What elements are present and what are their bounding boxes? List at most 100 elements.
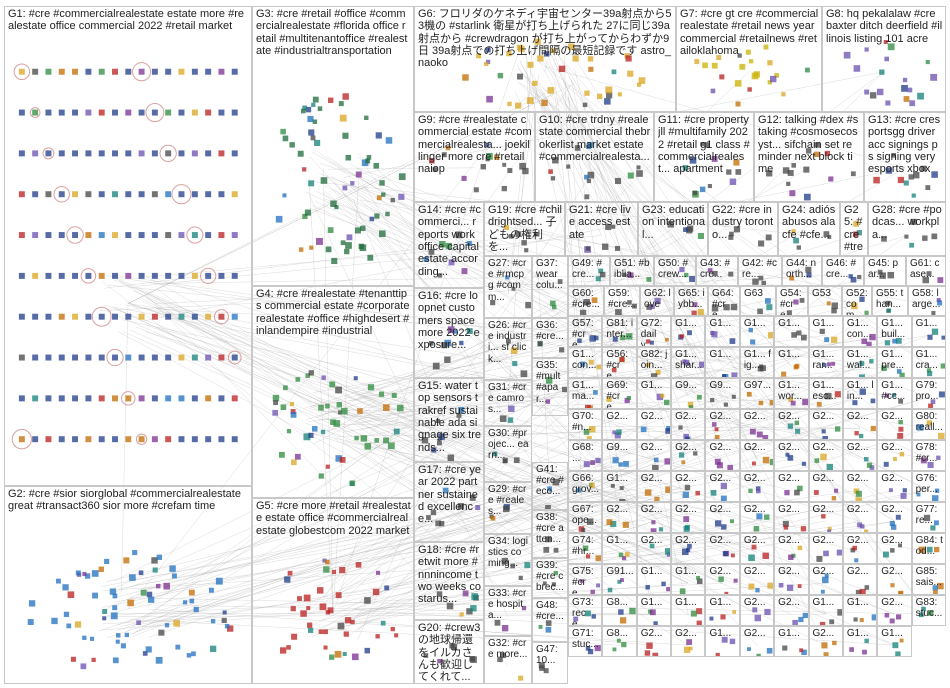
group-panel-cell-118[interactable]: G1... bbox=[843, 626, 877, 657]
group-panel-cell-33[interactable]: G70: #n... bbox=[568, 409, 602, 440]
group-panel-cell-112[interactable]: G2... bbox=[637, 626, 671, 657]
group-panel-cell-24[interactable]: G1... bbox=[637, 378, 671, 409]
group-panel-cell-63[interactable]: G2... bbox=[843, 471, 877, 502]
group-panel-cell-28[interactable]: G1... wor... bbox=[774, 378, 808, 409]
group-panel-g1[interactable]: G1: #cre #commercialrealestate estate mo… bbox=[4, 6, 252, 486]
group-panel-cell-61[interactable]: G2... bbox=[774, 471, 808, 502]
group-panel-cell-87[interactable]: G84: tod... bbox=[912, 533, 946, 564]
group-panel-cell-48[interactable]: G2... bbox=[705, 440, 739, 471]
group-panel-cell-96[interactable]: G2... bbox=[843, 564, 877, 595]
group-panel-cell-22[interactable]: G1... ma... bbox=[568, 378, 602, 409]
group-panel-g13[interactable]: G13: #cre cresportsgg driver acc signing… bbox=[864, 112, 946, 202]
group-panel-cell-41[interactable]: G2... bbox=[843, 409, 877, 440]
group-panel-g20[interactable]: G20: #crew3 の地球帰還をイルカさんも歓迎してくれて... bbox=[414, 620, 484, 684]
group-panel-cell-119[interactable]: G1... bbox=[877, 626, 911, 657]
group-panel-g30[interactable]: G30: #projec... earn... bbox=[484, 426, 532, 482]
group-panel-cell-0[interactable]: G57: #cre... bbox=[568, 316, 602, 347]
group-panel-cell-4[interactable]: G1... bbox=[705, 316, 739, 347]
group-panel-cell-88[interactable]: G75: #cre... bbox=[568, 564, 602, 595]
group-panel-g8[interactable]: G8: hq pekalalaw #cre baxter ditch deerf… bbox=[822, 6, 946, 112]
group-panel-cell-47[interactable]: G2... bbox=[671, 440, 705, 471]
group-panel-cell-36[interactable]: G2... bbox=[671, 409, 705, 440]
group-panel-g55[interactable]: G55: than... bbox=[872, 286, 908, 316]
group-panel-cell-78[interactable]: G1... bbox=[602, 533, 636, 564]
group-panel-cell-108[interactable]: G2... bbox=[877, 595, 911, 626]
group-panel-cell-46[interactable]: G2... bbox=[637, 440, 671, 471]
group-panel-g48[interactable]: G48: #cre... bbox=[532, 598, 568, 642]
group-panel-cell-103[interactable]: G1... bbox=[705, 595, 739, 626]
group-panel-cell-91[interactable]: G1... bbox=[671, 564, 705, 595]
group-panel-g23[interactable]: G23: education intentional... bbox=[638, 202, 708, 256]
group-panel-cell-100[interactable]: G8... bbox=[602, 595, 636, 626]
group-panel-g9[interactable]: G9: #cre #realestate commercial estate #… bbox=[414, 112, 535, 202]
group-panel-g47[interactable]: G47: 10... bbox=[532, 642, 568, 684]
group-panel-cell-15[interactable]: G1... bbox=[705, 347, 739, 378]
group-panel-g3[interactable]: G3: #cre #retail #office #commercialreal… bbox=[252, 6, 414, 286]
group-panel-g62[interactable]: G62: love bbox=[640, 286, 674, 316]
group-panel-cell-109[interactable]: G83: stuc... bbox=[912, 595, 946, 626]
group-panel-cell-2[interactable]: G72: daily... bbox=[637, 316, 671, 347]
group-panel-g18[interactable]: G18: #cre #retwit more #nnnincome two we… bbox=[414, 542, 484, 620]
group-panel-cell-66[interactable]: G67: ope... bbox=[568, 502, 602, 533]
group-panel-cell-37[interactable]: G2... bbox=[705, 409, 739, 440]
group-panel-g65[interactable]: G65: iybb... bbox=[674, 286, 708, 316]
group-panel-g50[interactable]: G50: #crew... bbox=[654, 256, 696, 286]
group-panel-cell-34[interactable]: G2... bbox=[602, 409, 636, 440]
group-panel-g35[interactable]: G35: #mult #apar... bbox=[532, 358, 568, 416]
group-panel-cell-1[interactable]: G81: inter... bbox=[602, 316, 636, 347]
group-panel-g42[interactable]: G42: #cre... bbox=[738, 256, 782, 286]
group-panel-cell-70[interactable]: G2... bbox=[705, 502, 739, 533]
group-panel-cell-20[interactable]: G1... pre... bbox=[877, 347, 911, 378]
group-panel-cell-71[interactable]: G2... bbox=[740, 502, 774, 533]
group-panel-g34[interactable]: G34: logistics coming... bbox=[484, 534, 532, 586]
group-panel-cell-57[interactable]: G2... bbox=[637, 471, 671, 502]
group-panel-g37[interactable]: G37: wear colu... bbox=[532, 256, 568, 318]
group-panel-g60[interactable]: G60: #cre... bbox=[568, 286, 604, 316]
group-panel-g5[interactable]: G5: #cre more #retail #realestate estate… bbox=[252, 498, 414, 684]
group-panel-cell-74[interactable]: G2... bbox=[843, 502, 877, 533]
group-panel-cell-9[interactable]: G1... buil... bbox=[877, 316, 911, 347]
group-panel-g46[interactable]: G46: #cre... bbox=[822, 256, 864, 286]
group-panel-g17[interactable]: G17: #cre year 2022 partner sustained ex… bbox=[414, 462, 484, 542]
group-panel-cell-99[interactable]: G73: rece... bbox=[568, 595, 602, 626]
group-panel-cell-106[interactable]: G1... bbox=[809, 595, 843, 626]
group-panel-cell-113[interactable]: G2... bbox=[671, 626, 705, 657]
group-panel-cell-68[interactable]: G2... bbox=[637, 502, 671, 533]
group-panel-g25[interactable]: G25: #cre #treppwi... bbox=[840, 202, 868, 256]
group-panel-cell-29[interactable]: G1... esc... bbox=[809, 378, 843, 409]
group-panel-g11[interactable]: G11: #cre property jll #multifamily 2022… bbox=[654, 112, 754, 202]
group-panel-cell-52[interactable]: G2... bbox=[843, 440, 877, 471]
group-panel-cell-65[interactable]: G76: per... bbox=[912, 471, 946, 502]
group-panel-g64[interactable]: G64: #cre... bbox=[708, 286, 740, 316]
group-panel-cell-19[interactable]: G1... wal... bbox=[843, 347, 877, 378]
group-panel-g4[interactable]: G4: #cre #realestate #tenanttips commerc… bbox=[252, 286, 414, 498]
group-panel-cell-94[interactable]: G2... bbox=[774, 564, 808, 595]
group-panel-cell-43[interactable]: G80: reall... bbox=[912, 409, 946, 440]
group-panel-cell-104[interactable]: G2... bbox=[740, 595, 774, 626]
group-panel-g27[interactable]: G27: #cre #rmcpg #comm... bbox=[484, 256, 532, 318]
group-panel-g6[interactable]: G6: フロリダのケネディ宇宙センター39a射点から53機の #starlink… bbox=[414, 6, 676, 112]
group-panel-cell-69[interactable]: G2... bbox=[671, 502, 705, 533]
group-panel-cell-35[interactable]: G2... bbox=[637, 409, 671, 440]
group-panel-g59[interactable]: G59: #cre... bbox=[604, 286, 640, 316]
group-panel-cell-6[interactable]: G1... bbox=[774, 316, 808, 347]
group-panel-cell-5[interactable]: G1... bbox=[740, 316, 774, 347]
group-panel-g22[interactable]: G22: #cre industry toronto... bbox=[708, 202, 778, 256]
group-panel-cell-85[interactable]: G2... bbox=[843, 533, 877, 564]
group-panel-g19[interactable]: G19: #cre #childrightsed... 子どもの権利を... bbox=[484, 202, 565, 256]
group-panel-cell-49[interactable]: G2... bbox=[740, 440, 774, 471]
group-panel-cell-60[interactable]: G2... bbox=[740, 471, 774, 502]
group-panel-cell-89[interactable]: G91... bbox=[602, 564, 636, 595]
group-panel-g63[interactable]: G63 bbox=[740, 286, 776, 316]
group-panel-g2[interactable]: G2: #cre #sior siorglobal #commercialrea… bbox=[4, 486, 252, 684]
group-panel-g58[interactable]: G58: large... bbox=[908, 286, 946, 316]
group-panel-cell-95[interactable]: G2... bbox=[809, 564, 843, 595]
group-panel-cell-26[interactable]: G9... bbox=[705, 378, 739, 409]
group-panel-cell-67[interactable]: G2... bbox=[602, 502, 636, 533]
group-panel-g39[interactable]: G39: #cre cbrec... bbox=[532, 558, 568, 598]
group-panel-cell-30[interactable]: G1... lin... bbox=[843, 378, 877, 409]
group-panel-g41[interactable]: G41: #cre #eco... bbox=[532, 462, 568, 510]
group-panel-cell-25[interactable]: G9... bbox=[671, 378, 705, 409]
group-panel-cell-81[interactable]: G2... bbox=[705, 533, 739, 564]
group-panel-cell-64[interactable]: G2... bbox=[877, 471, 911, 502]
